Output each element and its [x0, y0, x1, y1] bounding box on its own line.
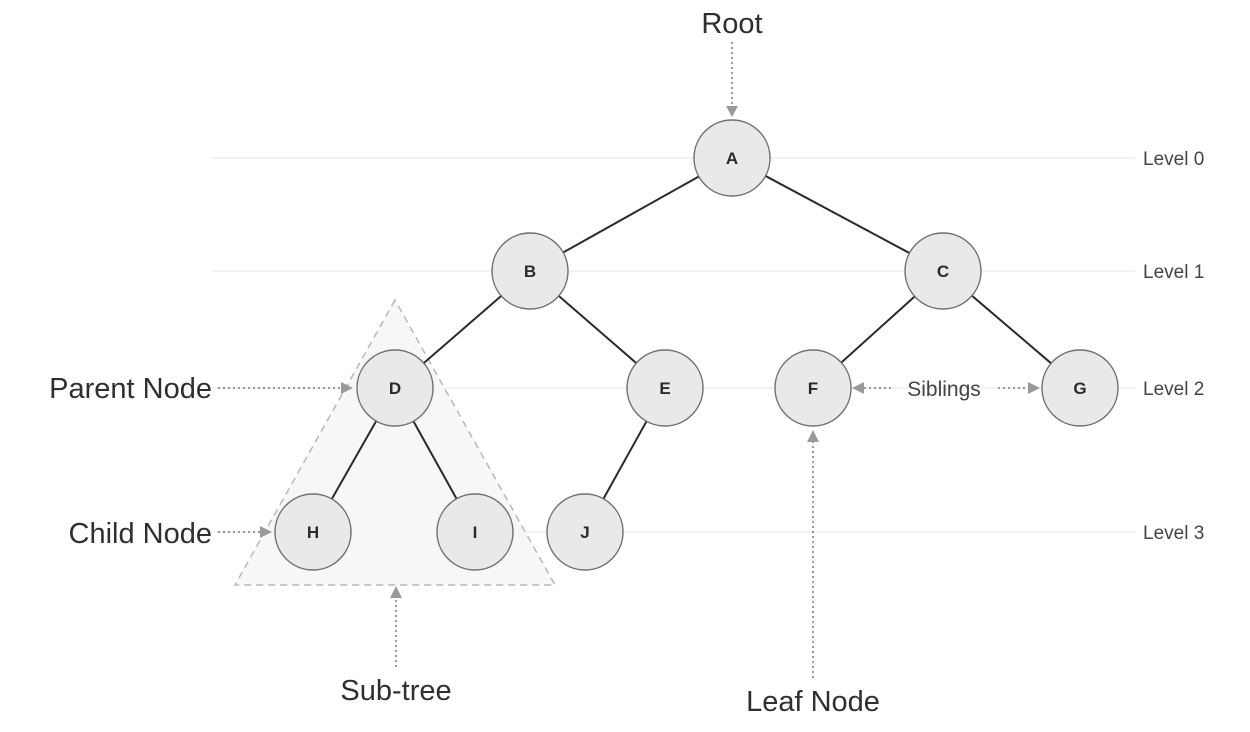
node-label: C: [937, 262, 949, 281]
leaf-node-arrow: [807, 430, 819, 678]
node-circle: [626, 349, 704, 427]
node-label: D: [389, 379, 401, 398]
edge-d-i: [412, 420, 458, 500]
node-circle: [274, 493, 352, 571]
siblings-label: Siblings: [907, 378, 981, 401]
tree-node-i: I: [436, 493, 514, 571]
leaf-node-label: Leaf Node: [746, 686, 880, 718]
edges: [330, 174, 1053, 500]
tree-node-j: J: [546, 493, 624, 571]
sub-tree-label: Sub-tree: [340, 675, 451, 707]
tree-node-b: B: [491, 232, 569, 310]
node-label: I: [473, 523, 478, 542]
root-label: Root: [701, 8, 762, 40]
tree-node-e: E: [626, 349, 704, 427]
nodes: A B C D E F G H I J: [274, 119, 1119, 571]
level-label-0: Level 0: [1143, 149, 1204, 170]
node-circle: [491, 232, 569, 310]
node-label: E: [659, 379, 670, 398]
node-circle: [904, 232, 982, 310]
node-circle: [356, 349, 434, 427]
edge-b-d: [422, 294, 503, 365]
edge-c-f: [840, 295, 916, 364]
edge-d-h: [330, 420, 378, 500]
parent-node-label: Parent Node: [49, 373, 212, 405]
child-node-label: Child Node: [69, 518, 212, 550]
edge-a-c: [764, 174, 911, 255]
level-label-3: Level 3: [1143, 523, 1204, 544]
root-arrow: [726, 42, 738, 117]
siblings-arrows: [852, 382, 1040, 394]
node-label: J: [580, 523, 589, 542]
level-label-2: Level 2: [1143, 379, 1204, 400]
tree-node-d: D: [356, 349, 434, 427]
edge-a-b: [562, 175, 700, 254]
tree-node-c: C: [904, 232, 982, 310]
tree-node-a: A: [693, 119, 771, 197]
edge-c-g: [970, 294, 1053, 365]
node-circle: [1041, 349, 1119, 427]
node-label: G: [1073, 379, 1086, 398]
edge-e-j: [602, 420, 648, 500]
node-label: F: [808, 379, 818, 398]
node-circle: [436, 493, 514, 571]
node-circle: [693, 119, 771, 197]
node-label: A: [726, 149, 738, 168]
child-node-arrow: [218, 526, 272, 538]
parent-node-arrow: [218, 382, 353, 394]
level-label-1: Level 1: [1143, 262, 1204, 283]
node-circle: [774, 349, 852, 427]
tree-node-g: G: [1041, 349, 1119, 427]
node-label: B: [524, 262, 536, 281]
tree-node-h: H: [274, 493, 352, 571]
node-circle: [546, 493, 624, 571]
sub-tree-arrow: [390, 586, 402, 667]
node-label: H: [307, 523, 319, 542]
edge-b-e: [557, 294, 638, 365]
tree-node-f: F: [774, 349, 852, 427]
